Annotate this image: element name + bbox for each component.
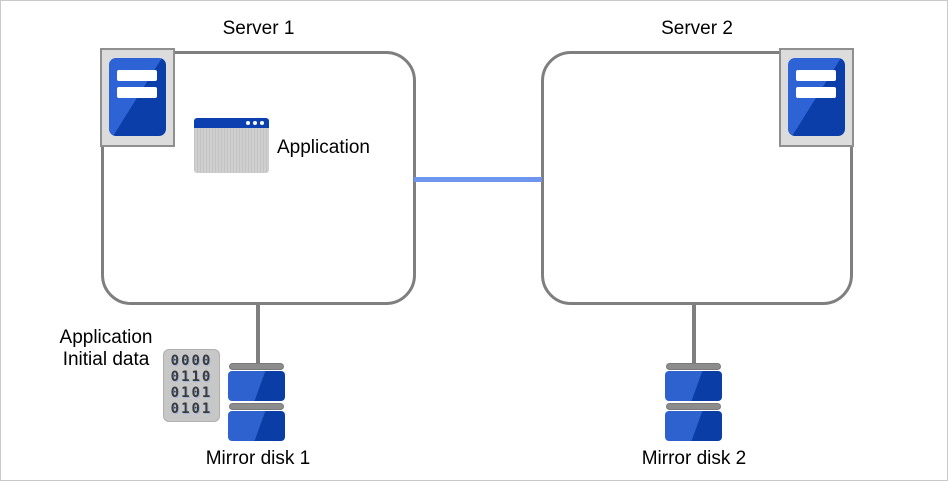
- server-tower-body: [109, 58, 166, 136]
- binary-row: 0101: [170, 385, 213, 401]
- binary-row: 0000: [170, 353, 213, 369]
- disk-cap: [666, 403, 721, 410]
- window-body: [194, 128, 269, 173]
- server-tower-body: [788, 58, 845, 136]
- window-dot-icon: [253, 121, 257, 125]
- mirror-disk1-label: Mirror disk 1: [205, 448, 311, 469]
- window-titlebar: [194, 118, 269, 128]
- server2-title: Server 2: [661, 18, 733, 39]
- initial-data-label: Application Initial data: [45, 327, 167, 371]
- window-buttons: [246, 121, 264, 125]
- server1-tower-icon: [100, 48, 175, 147]
- application-label: Application: [277, 137, 370, 158]
- server-panel-bar: [117, 87, 157, 98]
- server1-title: Server 1: [222, 18, 295, 39]
- disk2-connector-line: [692, 303, 696, 365]
- interconnect-line: [414, 177, 542, 182]
- disk1-connector-line: [256, 303, 260, 365]
- disk-platter: [665, 411, 722, 441]
- application-window-icon: [194, 118, 269, 173]
- mirror-disk2-label: Mirror disk 2: [641, 448, 747, 469]
- disk-platter: [228, 371, 285, 401]
- mirror-disk2-icon: [665, 363, 722, 443]
- disk-cap: [229, 403, 284, 410]
- window-dot-icon: [260, 121, 264, 125]
- binary-row: 0101: [170, 401, 213, 417]
- initial-data-label-line2: Initial data: [62, 349, 150, 370]
- disk-platter: [228, 411, 285, 441]
- disk-platter: [665, 371, 722, 401]
- server-panel-bar: [117, 70, 157, 81]
- binary-data-icon: 0000 0110 0101 0101: [163, 349, 220, 422]
- disk-cap: [666, 363, 721, 370]
- server-panel-bar: [796, 87, 836, 98]
- binary-row: 0110: [170, 369, 213, 385]
- server-panel-bar: [796, 70, 836, 81]
- server2-tower-icon: [779, 48, 854, 147]
- disk-cap: [229, 363, 284, 370]
- initial-data-label-line1: Application: [59, 327, 153, 348]
- window-dot-icon: [246, 121, 250, 125]
- mirror-disk1-icon: [228, 363, 285, 443]
